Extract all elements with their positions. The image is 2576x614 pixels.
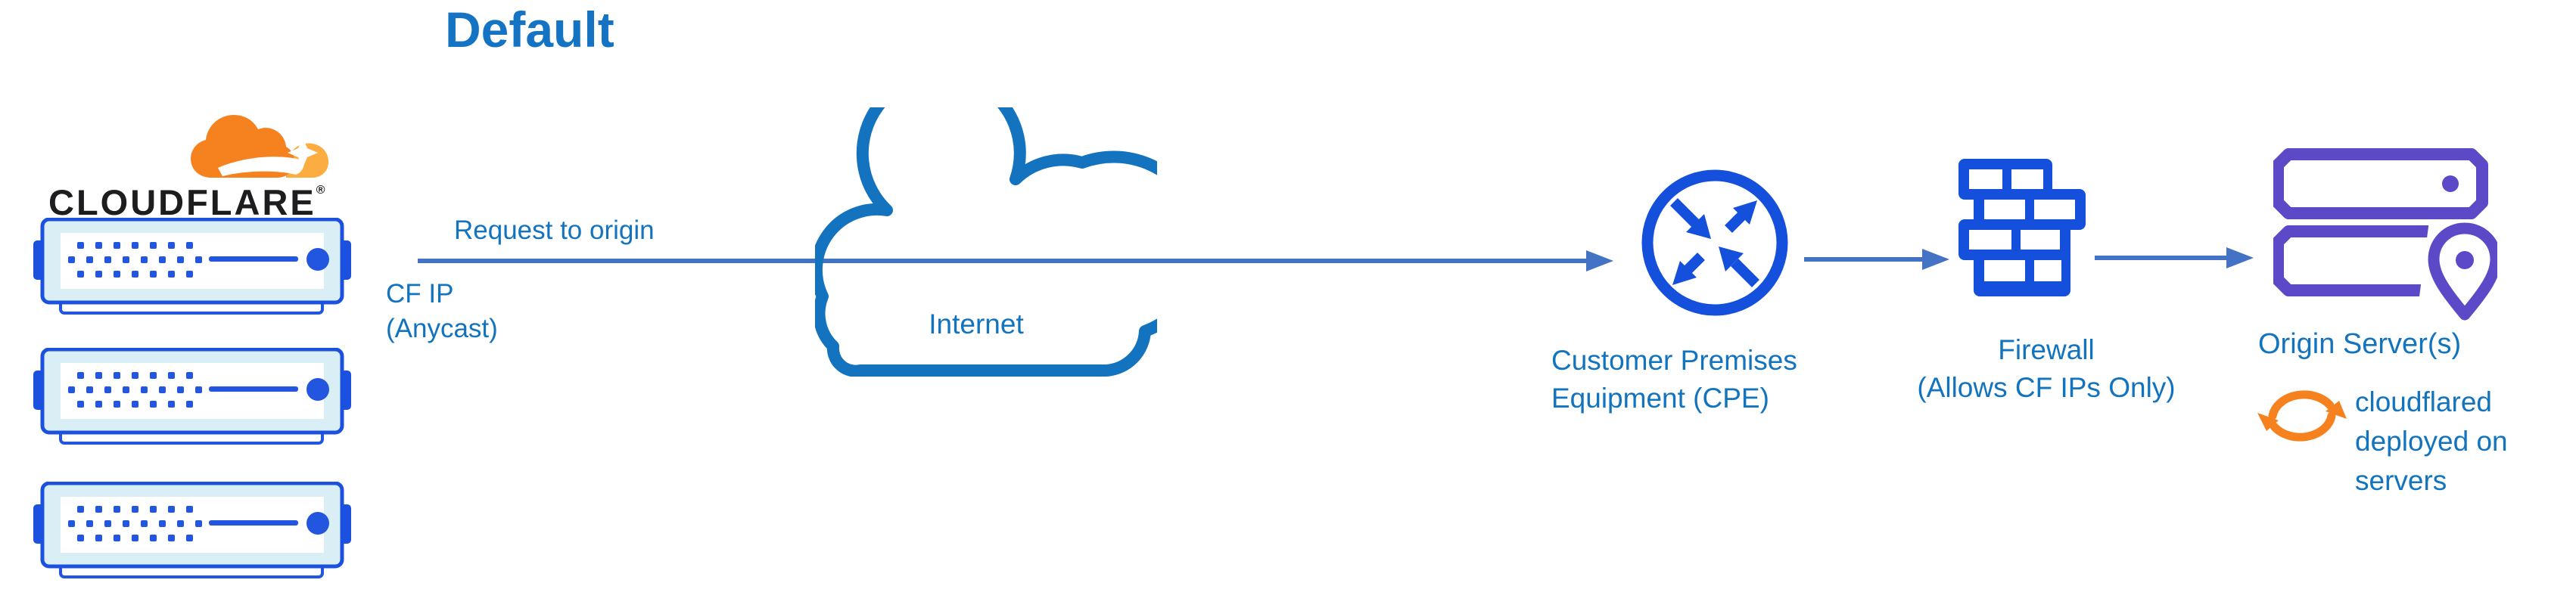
cpe-label-line1: Customer Premises (1551, 345, 1797, 376)
internet-cloud-icon (815, 107, 1157, 377)
cloudflare-cloud-logo-icon (191, 115, 329, 178)
server-stack-location-pin-icon (2273, 148, 2497, 321)
cpe-label-line2: Equipment (CPE) (1551, 383, 1769, 414)
firewall-label: Firewall (Allows CF IPs Only) (1909, 331, 2184, 407)
registered-mark: ® (316, 184, 325, 197)
cpe-label: Customer Premises Equipment (CPE) (1551, 342, 1797, 417)
brick-wall-firewall-icon (1958, 159, 2086, 296)
diagram-title: Default (445, 2, 614, 57)
cf-ip-anycast-label: CF IP (Anycast) (386, 277, 498, 346)
firewall-label-line1: Firewall (1998, 334, 2095, 365)
edge-server-icon-1 (33, 218, 351, 315)
anycast-line: (Anycast) (386, 314, 498, 343)
origin-servers-label: Origin Server(s) (2258, 328, 2462, 360)
flow-arrow-to-origin (2095, 247, 2254, 268)
wordmark-text: CLOUDFLARE (48, 182, 316, 222)
firewall-label-line2: (Allows CF IPs Only) (1917, 372, 2176, 403)
request-to-origin-label: Request to origin (454, 216, 655, 245)
router-circle-arrows-icon (1641, 169, 1788, 316)
cloudflare-wordmark: CLOUDFLARE® (48, 181, 325, 223)
cf-ip-line: CF IP (386, 279, 454, 309)
flow-arrow-to-firewall (1804, 249, 1949, 270)
edge-server-icon-3 (33, 482, 351, 578)
internet-label: Internet (929, 309, 1024, 340)
cloudflared-note: cloudflared deployed on servers (2355, 386, 2508, 496)
edge-server-icon-2 (33, 348, 351, 445)
flow-arrow-to-cpe (418, 250, 1613, 271)
sync-arrows-icon (2257, 390, 2347, 442)
